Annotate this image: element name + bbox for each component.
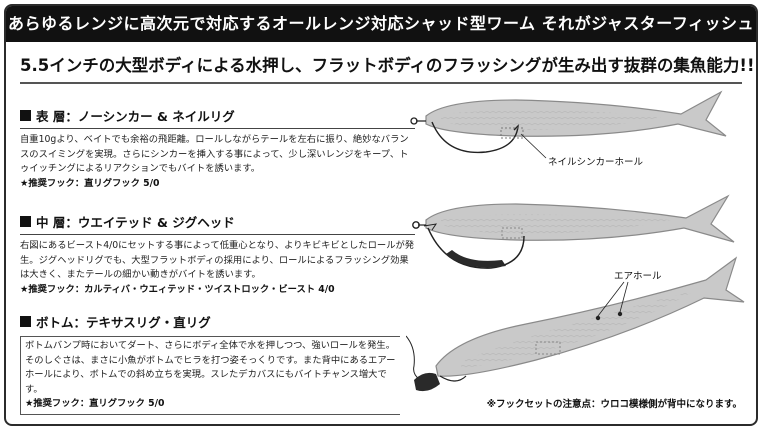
- section-body: 右図にあるビースト4/0にセットする事によって低重心となり、よりキビキビとしたロ…: [20, 240, 415, 281]
- worm-weighted-illustration: [412, 194, 735, 269]
- hook: [439, 375, 467, 382]
- section-box: ボトムバンプ時においてダート、さらにボディ全体で水を押しつつ、強いロールを発生。…: [20, 336, 400, 415]
- top-banner: あらゆるレンジに高次元で対応するオールレンジ対応シャッド型ワーム それがジャスタ…: [6, 6, 756, 42]
- figure-texas-rig: エアホール: [405, 256, 756, 406]
- section-heading: 表 層：ノーシンカー & ネイルリグ: [20, 106, 415, 129]
- recommended-hook: ★推奨フック：直リグフック 5/0: [25, 398, 165, 410]
- recommended-hook: ★推奨フック：直リグフック 5/0: [20, 177, 160, 189]
- section-midwater: 中 層：ウエイテッド & ジグヘッド 右図にあるビースト4/0にセットする事によ…: [20, 212, 415, 297]
- air-hole: [595, 315, 601, 321]
- belly-weight: [446, 250, 506, 268]
- square-bullet-icon: [20, 316, 31, 327]
- section-bottom: ボトム：テキサスリグ・直リグ ボトムバンプ時においてダート、さらにボディ全体で水…: [20, 312, 415, 415]
- square-bullet-icon: [20, 110, 31, 121]
- figure-weighted-hook: [406, 188, 756, 288]
- footnote: ※フックセットの注意点：ウロコ模様側が背中になります。: [486, 399, 742, 410]
- worm-nail-rig-illustration: [410, 90, 727, 159]
- worm-texas-rig-illustration: [405, 256, 745, 392]
- section-title: 表 層：ノーシンカー & ネイルリグ: [36, 109, 235, 124]
- banner-title: あらゆるレンジに高次元で対応するオールレンジ対応シャッド型ワーム それがジャスタ…: [7, 14, 754, 33]
- figure-nail-rig: ネイルシンカーホール: [406, 86, 756, 186]
- line: [405, 335, 421, 381]
- section-title: ボトム：テキサスリグ・直リグ: [36, 315, 211, 330]
- section-surface: 表 層：ノーシンカー & ネイルリグ 自重10gより、ベイトでも余裕の飛距離。ロ…: [20, 106, 415, 191]
- bullet-sinker: [414, 372, 440, 392]
- weighted-hook: [427, 227, 525, 269]
- air-hole: [617, 311, 623, 317]
- recommended-hook: ★推奨フック：カルティバ・ウエィテッド・ツイストロック・ビースト 4/0: [20, 283, 335, 295]
- product-panel: あらゆるレンジに高次元で対応するオールレンジ対応シャッド型ワーム それがジャスタ…: [4, 4, 758, 426]
- section-heading: ボトム：テキサスリグ・直リグ: [20, 312, 415, 334]
- section-title: 中 層：ウエイテッド & ジグヘッド: [36, 215, 235, 230]
- headline-divider: [20, 82, 742, 84]
- nail-sinker-hole-label: ネイルシンカーホール: [548, 157, 644, 168]
- headline: 5.5インチの大型ボディによる水押し、フラットボディのフラッシングが生み出す抜群…: [20, 56, 755, 75]
- square-bullet-icon: [20, 216, 31, 227]
- section-heading: 中 層：ウエイテッド & ジグヘッド: [20, 212, 415, 235]
- section-body: ボトムバンプ時においてダート、さらにボディ全体で水を押しつつ、強いロールを発生。…: [25, 340, 396, 395]
- air-hole-label: エアホール: [614, 271, 662, 282]
- hook: [431, 121, 519, 154]
- section-body: 自重10gより、ベイトでも余裕の飛距離。ロールしながらテールを左右に振り、絶妙な…: [20, 134, 409, 175]
